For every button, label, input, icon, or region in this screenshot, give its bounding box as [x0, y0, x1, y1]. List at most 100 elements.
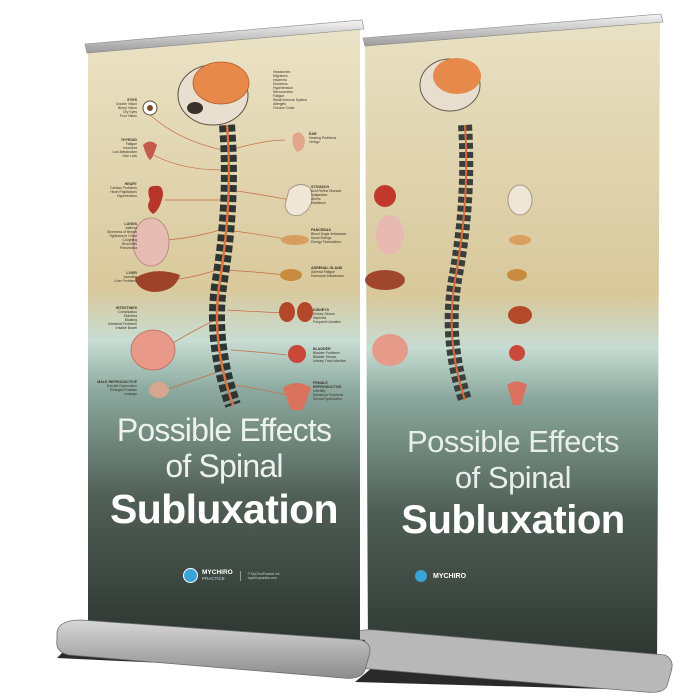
label-thyroid: THYROID Fatigue Insomnia Low Metabolism …	[93, 138, 138, 158]
intestines-icon	[130, 329, 176, 371]
base-cassette	[56, 619, 371, 679]
label-title: LUNGS	[124, 222, 137, 226]
banner-back-graphic	[349, 13, 673, 693]
label-line: Migraines	[273, 74, 288, 78]
label-kidneys: KIDNEYS Kidney Stones Nephritis Frequent…	[313, 308, 353, 324]
liver-icon	[135, 271, 180, 292]
label-title: EYES	[127, 98, 137, 102]
label-line: Poor Vision	[119, 114, 137, 118]
top-rail	[84, 19, 365, 54]
label-line: Bladder Problems	[313, 351, 340, 355]
label-line: Hair Loss	[122, 154, 137, 158]
female-reproductive-icon	[283, 383, 311, 410]
kidneys-icon	[508, 306, 532, 324]
label-line: Bloating	[124, 318, 137, 322]
label-line: Blurry Vision	[118, 106, 137, 110]
label-line: Bladder Stones	[313, 355, 337, 359]
label-line: Liver Problems	[114, 279, 137, 283]
label-title: BLADDER	[313, 347, 331, 351]
label-bladder: BLADDER Bladder Problems Bladder Stones …	[313, 347, 353, 363]
brand-logo-icon	[415, 570, 427, 582]
label-line: Sexual Dysfunction	[313, 397, 343, 401]
label-line: Bronchitis	[122, 242, 137, 246]
label-line: Insomnia	[123, 146, 137, 150]
label-line: Frequent Urination	[313, 320, 342, 324]
label-title: STOMACH	[311, 185, 330, 189]
label-line: Energy Fluctuations	[311, 240, 341, 244]
bladder-icon	[509, 345, 525, 361]
adrenal-icon	[507, 269, 527, 281]
thyroid-icon	[143, 141, 157, 160]
label-line: Vertigo	[309, 140, 320, 144]
label-line: Hormonal Imbalances	[311, 274, 344, 278]
eye-socket-icon	[187, 102, 203, 114]
intestines-icon	[372, 334, 408, 366]
stomach-icon	[507, 184, 533, 216]
label-line: Hearing Problems	[309, 136, 337, 140]
label-line: Menstrual Problems	[313, 393, 344, 397]
pancreas-icon	[281, 235, 309, 245]
top-rail	[362, 13, 664, 47]
label-line: Blood Sugar Imbalance	[311, 232, 347, 236]
headline-line1: Possible Effects	[116, 412, 332, 448]
label-line: Mood Swings	[311, 236, 332, 240]
label-line: Allergies	[273, 102, 287, 106]
heart-icon	[374, 185, 396, 207]
label-line: Jaundice	[123, 275, 137, 279]
label-line: Heartburn	[311, 201, 327, 205]
banner-front-graphic	[56, 19, 371, 679]
back-headline-line2: of Spinal	[454, 460, 572, 495]
label-line: Leakage	[123, 392, 137, 396]
label-line: Nephritis	[313, 316, 327, 320]
label-title: HEART	[124, 182, 137, 186]
label-line: Ulcers	[311, 197, 321, 201]
label-line: Coughing	[122, 238, 137, 242]
brand-sub: PRACTICE	[202, 575, 225, 581]
label-liver: LIVER Jaundice Liver Problems	[93, 271, 137, 283]
brand-logo-icon	[183, 568, 198, 583]
back-brand: MYCHIRO	[415, 570, 466, 582]
brand-legal: © MyChiroPractice Inc. · mychiropractice…	[247, 571, 283, 580]
banner-front: EYES Double Vision Blurry Vision Dry Eye…	[55, 0, 375, 700]
label-line: Urinary Tract Infection	[313, 359, 347, 363]
label-eyes: EYES Double Vision Blurry Vision Dry Eye…	[93, 98, 137, 118]
back-headline-line1: Possible Effects	[407, 424, 619, 459]
pancreas-icon	[509, 235, 531, 245]
label-line: Fatigue	[125, 142, 137, 146]
label-line: Indigestion	[311, 193, 328, 197]
stomach-icon	[284, 184, 313, 216]
label-line: Nervousness	[273, 90, 293, 94]
label-male-reproductive: MALE REPRODUCTIVE Erectile Dysfunction E…	[93, 380, 137, 396]
label-line: Constipation	[118, 310, 137, 314]
ear-icon	[292, 132, 305, 152]
brand-name: MYCHIRO	[433, 572, 467, 580]
brand-wordmark: MYCHIRO PRACTICE	[202, 568, 233, 582]
brand-name: MYCHIRO	[202, 568, 233, 576]
label-line: Kidney Stones	[313, 312, 335, 316]
label-line: Fatigue	[273, 94, 285, 98]
kidney-left-icon	[279, 302, 295, 322]
lungs-icon	[376, 215, 404, 255]
label-line: Diarrhea	[123, 314, 137, 318]
label-stomach: STOMACH Acid Reflux Disease Indigestion …	[311, 185, 351, 205]
label-title: ADRENAL GLAND	[311, 266, 343, 270]
back-headline-line3: Subluxation	[401, 498, 625, 542]
label-line: Dizziness	[273, 82, 288, 86]
label-brain: Headaches Migraines Insomnia Dizziness H…	[273, 70, 333, 110]
brand-footer: MYCHIRO PRACTICE © MyChiroPractice Inc. …	[183, 568, 296, 583]
label-line: Cardiac Problems	[110, 186, 137, 190]
label-line: Chronic Colds	[273, 106, 295, 110]
label-line: Weak Immune System	[273, 98, 308, 102]
label-title: KIDNEYS	[313, 308, 329, 312]
spinal-cord	[450, 124, 468, 401]
eye-iris-icon	[147, 105, 153, 111]
label-title: FEMALE REPRODUCTIVE	[313, 381, 342, 389]
label-intestines: INTESTINES Constipation Diarrhea Bloatin…	[93, 306, 137, 330]
label-female-reproductive: FEMALE REPRODUCTIVE Infertility Menstrua…	[313, 381, 353, 401]
label-line: Pneumonia	[119, 246, 137, 250]
label-title: PANCREAS	[311, 228, 331, 232]
adrenal-gland-icon	[280, 269, 302, 281]
label-line: Infertility	[313, 389, 326, 393]
bladder-icon	[288, 345, 306, 363]
label-title: INTESTINES	[115, 306, 137, 310]
